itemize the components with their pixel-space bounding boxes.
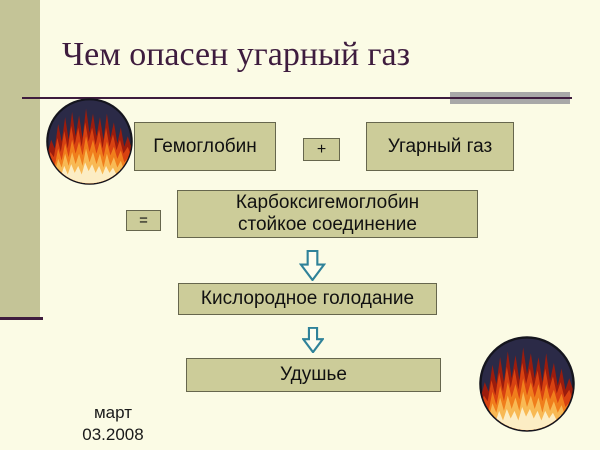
down-arrow-icon-2 [301, 326, 325, 354]
fire-icon-bottom-right [479, 336, 575, 432]
equals-operator: = [139, 211, 148, 229]
box-hemoglobin: Гемоглобин [134, 122, 276, 171]
footer-month: март [93, 403, 132, 422]
footer-date: март 03.2008 [67, 402, 159, 446]
hemoglobin-label: Гемоглобин [153, 135, 257, 157]
oxygen-starvation-label: Кислородное голодание [200, 288, 415, 309]
plus-operator-box: + [303, 138, 340, 161]
slide-title: Чем опасен угарный газ [62, 36, 411, 73]
down-arrow-icon-1 [298, 249, 327, 282]
sidebar-underline [0, 317, 43, 320]
footer-date-value: 03.2008 [82, 425, 144, 444]
plus-operator: + [316, 140, 327, 158]
box-carboxyhemoglobin: Карбоксигемоглобин стойкое соединение [177, 190, 478, 238]
sidebar-stripe [0, 0, 40, 317]
equals-operator-box: = [126, 210, 161, 231]
box-oxygen-starvation: Кислородное голодание [178, 283, 437, 315]
fire-icon-top-left [46, 98, 133, 185]
carboxyhemoglobin-line2: стойкое соединение [238, 214, 417, 235]
title-rule-line [22, 97, 572, 99]
carboxyhemoglobin-line1: Карбоксигемоглобин [235, 192, 420, 213]
suffocation-label: Удушье [280, 364, 347, 385]
box-suffocation: Удушье [186, 358, 441, 392]
carbon-monoxide-label: Угарный газ [387, 135, 493, 157]
box-carbon-monoxide: Угарный газ [366, 122, 514, 171]
